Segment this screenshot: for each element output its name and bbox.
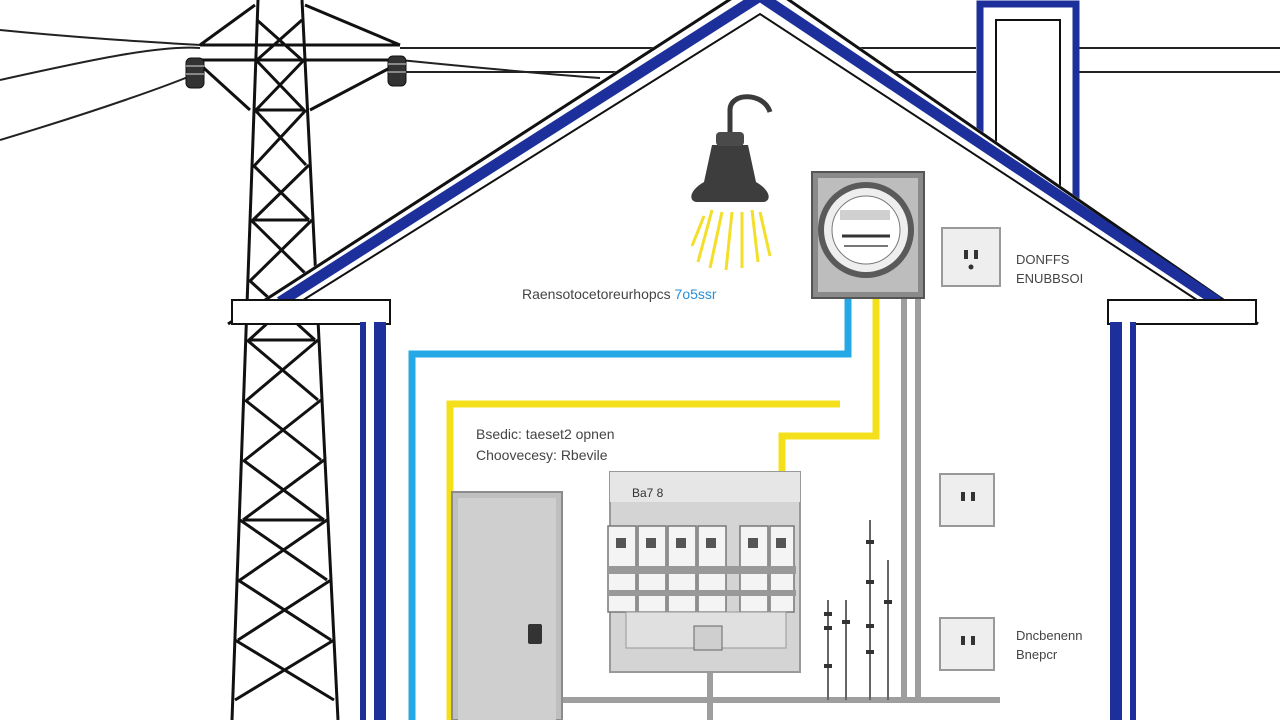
insulator-icon: [185, 55, 407, 89]
label-top-center-text: Raensotocetoreurhopcs: [522, 286, 671, 302]
grounding-leads: [827, 520, 889, 700]
wall-outlet-icon: [941, 227, 1001, 287]
yellow-wire: [446, 280, 880, 720]
blue-wire: [408, 280, 852, 720]
label-mid-left-line2: Choovecesy: Rbevile: [476, 447, 608, 463]
label-top-right: DONFFS ENUBBSOI: [1016, 250, 1083, 288]
label-bottom-right-line2: Bnepcr: [1016, 647, 1058, 662]
breaker-panel-icon: [607, 471, 801, 673]
electric-meter-icon: [811, 171, 925, 299]
label-top-right-line1: DONFFS: [1016, 252, 1070, 267]
wall-outlet-icon: [939, 617, 995, 671]
light-rays: [690, 209, 772, 271]
label-top-right-line2: ENUBBSOI: [1016, 271, 1084, 286]
label-bottom-right: Dncbenenn Bnepcr: [1016, 626, 1083, 664]
label-mid-left: Bsedic: taeset2 opnen Choovecesy: Rbevil…: [476, 424, 615, 466]
transmission-tower-icon: [193, 0, 406, 720]
label-panel-tag: Ba7 8: [632, 486, 664, 500]
label-top-center-accent: 7o5ssr: [674, 286, 717, 302]
pendant-lamp-icon: [690, 94, 773, 271]
service-cabinet-icon: [451, 491, 563, 720]
label-mid-left-line1: Bsedic: taeset2 opnen: [476, 426, 615, 442]
label-bottom-right-line1: Dncbenenn: [1016, 628, 1083, 643]
wall-outlet-icon: [939, 473, 995, 527]
label-top-center: Raensotocetoreurhopcs 7o5ssr: [522, 286, 717, 302]
gray-conduit: [560, 298, 1000, 720]
